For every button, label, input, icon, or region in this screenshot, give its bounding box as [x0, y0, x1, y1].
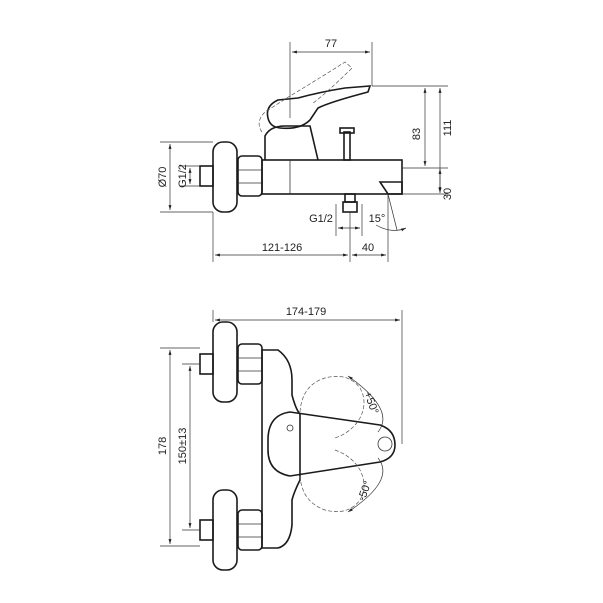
cartridge-cap [264, 125, 319, 161]
front-view: +50° -50° 174-179 178 150±13 [157, 306, 403, 571]
dim-height-lever: 83 [411, 128, 423, 140]
side-view: 77 111 83 30 Ø70 G1/2 G1/2 15° [157, 38, 454, 262]
lever [266, 85, 372, 130]
inlet-stub [199, 165, 214, 187]
dim-spout-offset: 40 [362, 242, 374, 254]
mixer-body [261, 159, 403, 195]
dim-centre-to-wall: 121-126 [262, 242, 302, 254]
diverter [343, 131, 351, 161]
lower-flange [212, 489, 238, 571]
dim-inlet-thread: G1/2 [177, 164, 189, 188]
angle-down: -50° [356, 479, 374, 502]
dim-lever-depth: 77 [325, 38, 337, 50]
lever-ghost-up [299, 376, 365, 439]
dim-spout-angle: 15° [369, 213, 386, 225]
dim-overall-height: 178 [157, 437, 169, 455]
lever-ghost [258, 61, 353, 133]
front-body [261, 349, 301, 549]
spout [378, 181, 403, 195]
dim-height-total: 111 [442, 120, 454, 137]
dim-centres: 150±13 [177, 428, 189, 465]
wall-flange [212, 141, 238, 213]
front-lever [267, 411, 396, 477]
hex-nut [237, 155, 263, 197]
dim-diameter: Ø70 [157, 167, 169, 188]
upper-flange [212, 321, 238, 403]
shower-outlet [344, 193, 356, 203]
dim-overall-width: 174-179 [286, 306, 326, 318]
dim-spout-height: 30 [442, 188, 454, 200]
dim-outlet-thread: G1/2 [309, 213, 333, 225]
lever-ghost-down [299, 449, 365, 512]
